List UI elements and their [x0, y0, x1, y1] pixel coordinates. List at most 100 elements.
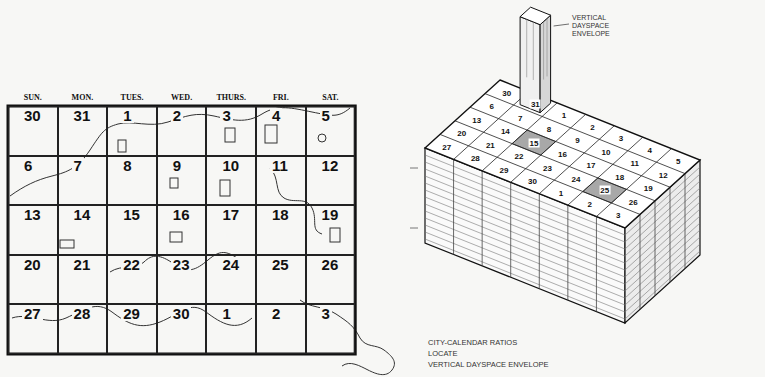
floor-line: [625, 188, 700, 256]
calendar-day-cell: 4: [256, 106, 306, 156]
day-number: 1: [558, 188, 564, 197]
calendar-day-cell: 28: [58, 304, 108, 354]
grid-line: [455, 121, 655, 201]
column-line: [539, 194, 540, 289]
building-sketch: [330, 228, 340, 242]
day-number: 29: [121, 306, 142, 321]
day-number: 24: [220, 257, 241, 272]
day-number: 9: [574, 136, 580, 145]
calendar-day-cell: 17: [206, 205, 256, 255]
day-number: 11: [629, 159, 639, 168]
day-header: SUN.: [24, 93, 42, 102]
day-number: 4: [270, 108, 282, 123]
day-number: 25: [270, 257, 291, 272]
caption-note: CITY-CALENDAR RATIOS: [428, 338, 517, 347]
building-sketch: [170, 178, 178, 188]
hatch-line: [526, 19, 527, 77]
day-number: 27: [22, 306, 43, 321]
calendar-day-cell: 24: [206, 255, 256, 305]
calendar-day-cell: 22: [107, 255, 157, 305]
grid-line: [596, 149, 671, 217]
day-number: 21: [485, 140, 496, 149]
building-sketch: [60, 240, 74, 248]
day-number: 12: [320, 158, 341, 173]
callout-label: VERTICAL DAYSPACE ENVELOPE: [572, 14, 638, 38]
day-number: 26: [628, 197, 639, 206]
day-number: 10: [220, 158, 241, 173]
calendar-day-cell: 1: [206, 304, 256, 354]
day-number: 19: [643, 184, 654, 193]
calendar-day-cell: 3: [206, 106, 256, 156]
calendar-day-cell: 13: [8, 205, 58, 255]
calendar-day-cell: 29: [107, 304, 157, 354]
day-number: 3: [615, 211, 621, 220]
day-number: 3: [220, 108, 232, 123]
column-line: [453, 159, 454, 254]
day-number: 7: [72, 158, 84, 173]
calendar-day-cell: 30: [8, 106, 58, 156]
landmark-sketch: [318, 134, 326, 142]
day-number: 3: [320, 306, 332, 321]
day-number: 14: [500, 127, 511, 136]
building-sketch: [225, 128, 235, 142]
building-sketch: [118, 140, 126, 152]
vertical-envelope: [520, 7, 551, 113]
day-number: 2: [171, 108, 183, 123]
calendar-day-cell: 5: [306, 106, 356, 156]
floor-line: [625, 195, 700, 263]
coastline: [12, 306, 252, 325]
day-number: 31: [530, 99, 541, 108]
floor-line: [625, 244, 700, 312]
calendar-day-cell: 10: [206, 156, 256, 206]
coastline: [270, 168, 322, 234]
calendar-day-cell: 31: [58, 106, 108, 156]
envelope-top: [520, 7, 551, 25]
grid-line: [511, 114, 586, 182]
calendar-day-cell: 27: [8, 304, 58, 354]
calendar-day-cell: 25: [256, 255, 306, 305]
day-number: 22: [121, 257, 142, 272]
day-header: FRI.: [273, 93, 289, 102]
day-number: 1: [220, 306, 232, 321]
day-header: WED.: [171, 93, 192, 102]
map-sketch: [10, 108, 394, 375]
day-number: 9: [171, 158, 183, 173]
floor-line: [425, 239, 625, 319]
day-number: 3: [618, 134, 624, 143]
day-number: 1: [561, 111, 567, 120]
day-number: 13: [471, 115, 482, 124]
day-number: 2: [270, 306, 282, 321]
day-number: 30: [501, 88, 512, 97]
calendar-day-cell: 15: [107, 205, 157, 255]
building-sketch: [170, 232, 182, 242]
day-number: 15: [121, 207, 142, 222]
floor-line: [625, 216, 700, 284]
floor-line: [425, 232, 625, 312]
day-number: 26: [320, 257, 341, 272]
grid-line: [539, 126, 614, 194]
calendar-day-cell: 8: [107, 156, 157, 206]
building-sketch: [265, 125, 277, 143]
coastline: [300, 300, 394, 375]
grid-line: [568, 137, 643, 205]
calendar-day-cell: 11: [256, 156, 306, 206]
column-line: [510, 182, 511, 277]
day-number: 28: [72, 306, 93, 321]
caption-note: VERTICAL DAYSPACE ENVELOPE: [428, 360, 549, 369]
day-number: 30: [527, 177, 538, 186]
day-number: 5: [320, 108, 332, 123]
day-number: 16: [171, 207, 192, 222]
floor-line: [625, 237, 700, 305]
day-number: 30: [22, 108, 43, 123]
hatch-line: [543, 22, 544, 80]
calendar-day-cell: 20: [8, 255, 58, 305]
day-number: 24: [571, 175, 582, 184]
day-number: 23: [171, 257, 192, 272]
block-top: [425, 80, 700, 228]
day-number: 2: [589, 122, 595, 131]
calendar-day-cell: 6: [8, 156, 58, 206]
day-number: 6: [489, 102, 495, 111]
floor-line: [425, 218, 625, 298]
envelope-face: [520, 17, 540, 113]
